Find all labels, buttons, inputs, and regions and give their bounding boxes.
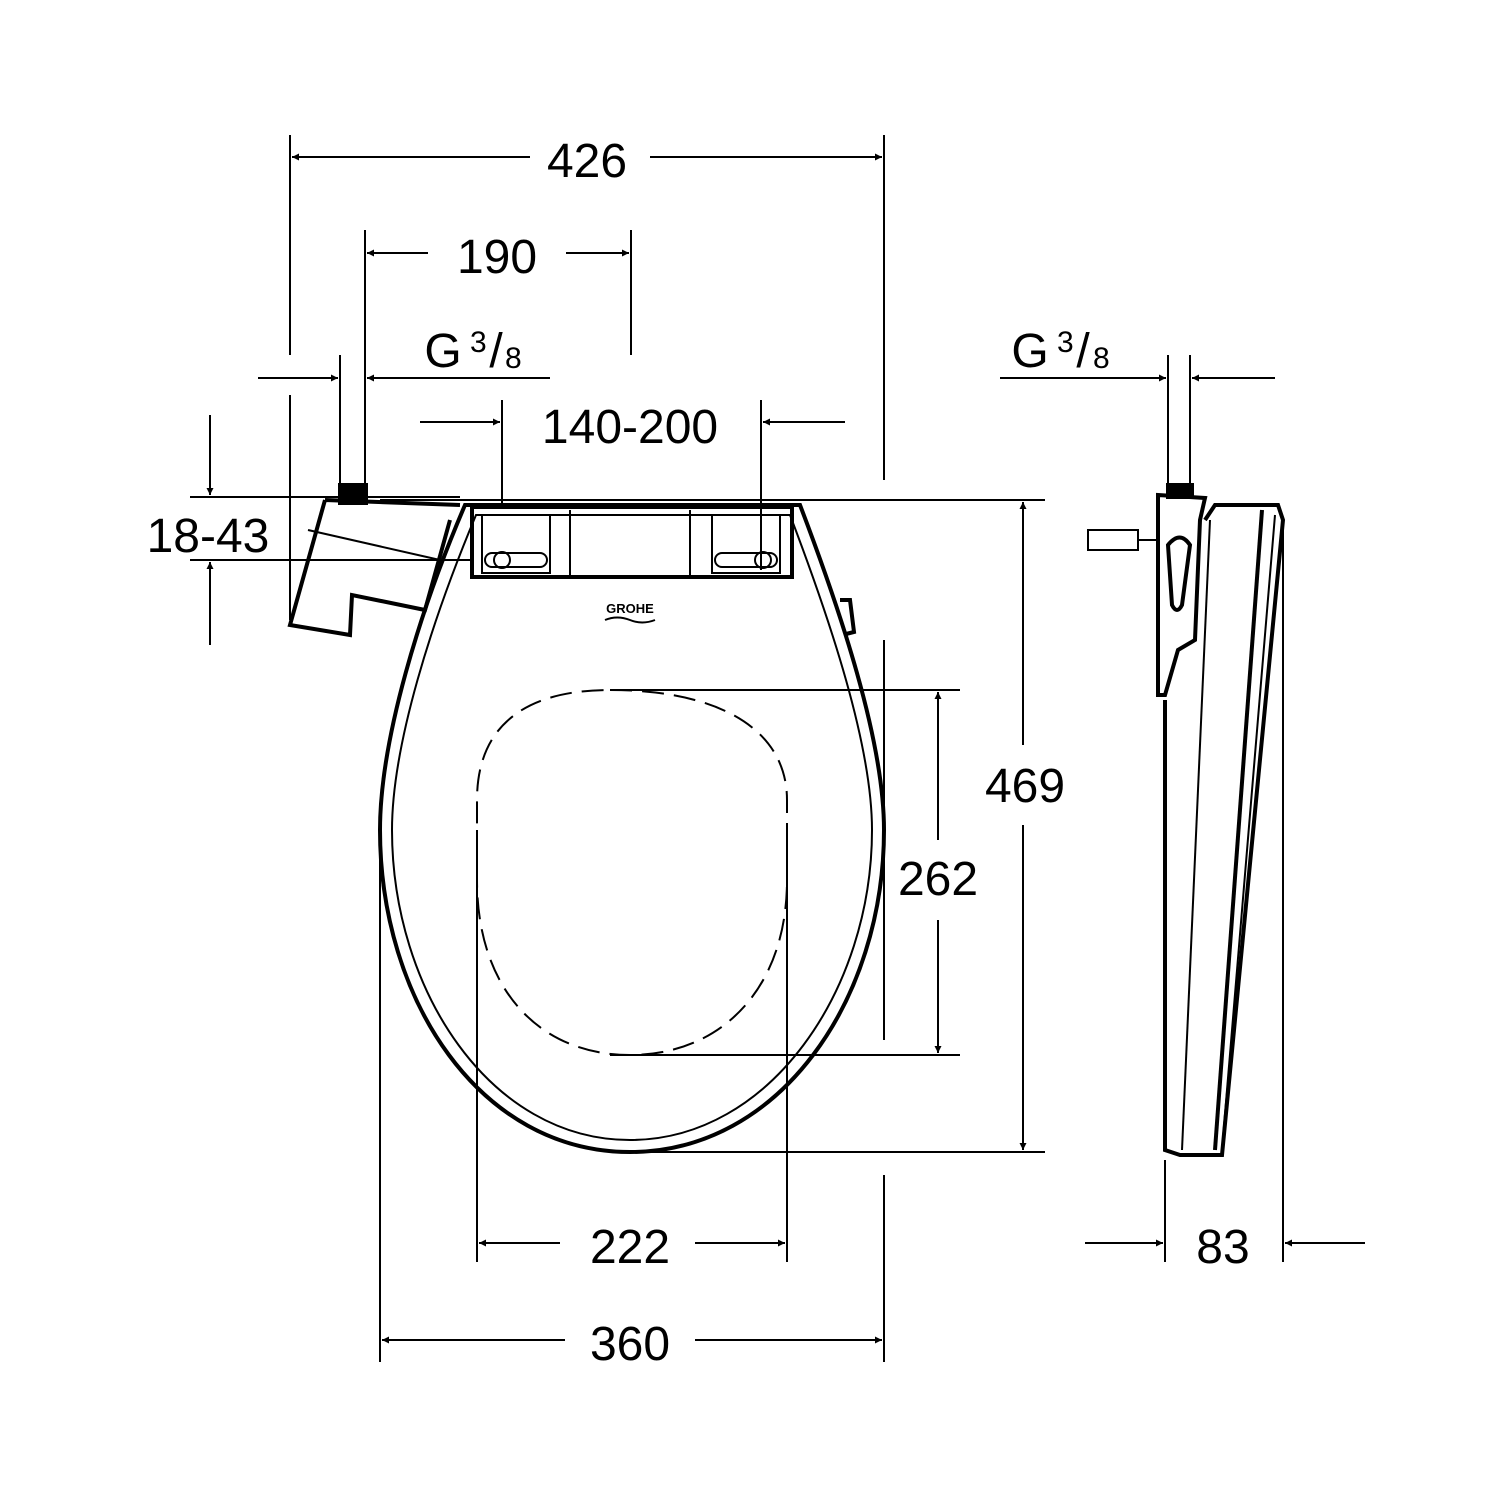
dimension-bowl-thickness: 18-43 (147, 415, 470, 645)
dimension-opening-width: 222 (476, 830, 788, 1274)
thread-slash: / (489, 325, 503, 378)
thread-letter: G (424, 325, 461, 378)
dimension-connection-offset: 190 (364, 230, 632, 355)
thread-label-front: G 3 / 8 (258, 325, 550, 382)
dimension-seat-width: 360 (379, 830, 882, 1371)
dimension-overall-width: 426 (289, 135, 885, 1362)
dimension-seat-length: 469 (630, 502, 1065, 1153)
dimension-label: 83 (1196, 1221, 1249, 1274)
seat-side-view (1087, 355, 1286, 1157)
dimension-label: 190 (457, 231, 537, 284)
dimension-label: 222 (590, 1221, 670, 1274)
dimension-hinge-spacing: 140-200 (420, 400, 845, 570)
dimension-side-depth: 83 (1085, 520, 1365, 1274)
dimension-label: 140-200 (542, 401, 718, 454)
dimension-opening-length: 262 (610, 689, 978, 1056)
dimension-label: 360 (590, 1318, 670, 1371)
water-connector (287, 355, 461, 638)
thread-numerator: 3 (1057, 326, 1074, 359)
thread-numerator: 3 (470, 326, 487, 359)
thread-label-side: G 3 / 8 (1000, 325, 1275, 382)
dimension-label: 18-43 (147, 510, 270, 563)
thread-slash: / (1076, 325, 1090, 378)
thread-letter: G (1011, 325, 1048, 378)
dimension-label: 262 (898, 853, 978, 906)
thread-denominator: 8 (1093, 342, 1110, 375)
brand-logo: GROHE (606, 601, 654, 616)
dimension-label: 426 (547, 135, 627, 188)
dimension-label: 469 (985, 760, 1065, 813)
thread-denominator: 8 (505, 342, 522, 375)
